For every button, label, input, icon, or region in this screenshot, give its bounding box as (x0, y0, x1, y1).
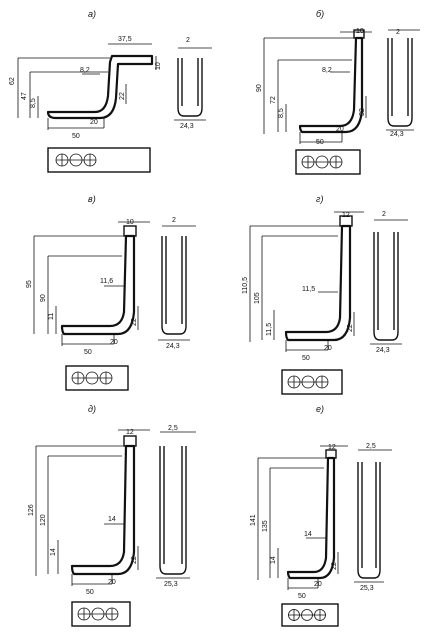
panel-a-dim-10: 10 (155, 62, 162, 70)
panel-e-plan-view (281, 603, 339, 627)
panel-a-dim-20: 20 (90, 119, 98, 126)
panel-a-label: а) (88, 9, 96, 19)
panel-e-dim-20: 20 (314, 581, 322, 588)
panel-g: г) 110,5 105 11,5 11,5 22 50 20 12 2 24,… (242, 194, 408, 395)
panel-d-label: д) (88, 404, 96, 414)
panel-g-front-view: 2 24,3 (370, 211, 408, 354)
panel-a-dim-22: 22 (119, 92, 126, 100)
panel-b-front-view: 2 24,3 (386, 29, 420, 138)
panel-g-dim-11-5: 11,5 (302, 286, 315, 293)
panel-a-dim-8-5: 8,5 (30, 98, 37, 108)
panel-g-dim-22: 22 (347, 324, 354, 332)
panel-e-dim-135: 135 (262, 520, 269, 532)
panel-d-dim-20: 20 (108, 579, 116, 586)
panel-e-dim-22: 22 (331, 562, 338, 570)
panel-d: д) 126 120 14 14 22 50 20 12 2,5 25,3 (28, 404, 196, 627)
panel-b-plan-view (295, 149, 361, 175)
panel-e-profile (286, 456, 336, 580)
panel-e-dim-14-bottom: 14 (270, 556, 277, 564)
panel-a-dim-24-3: 24,3 (180, 123, 194, 130)
panel-e-dim-141: 141 (250, 514, 257, 526)
panel-d-dim-50: 50 (86, 589, 94, 596)
panel-d-plan-view (71, 601, 131, 627)
panel-g-dim-50: 50 (302, 355, 310, 362)
panel-a-plan-view (47, 147, 151, 173)
panel-b-dim-72: 72 (270, 96, 277, 104)
panel-e-dim-2-5: 2,5 (366, 443, 376, 450)
panel-b-dim-10: 10 (356, 28, 364, 35)
panel-d-dim-14-bottom: 14 (50, 548, 57, 556)
panel-d-dim-126: 126 (28, 504, 35, 516)
panel-a-dim-2: 2 (186, 37, 190, 44)
panel-v-profile (60, 234, 136, 336)
panel-a: а) 62 47 37,5 8,2 8,5 22 10 50 20 2 (9, 9, 212, 173)
panel-v-dim-24-3: 24,3 (166, 343, 180, 350)
panel-g-dim-24-3: 24,3 (376, 347, 390, 354)
panel-v-dim-11-6: 11,6 (100, 278, 113, 285)
panel-a-dim-47: 47 (21, 92, 28, 100)
panel-e-dim-12: 12 (328, 444, 336, 451)
panel-b-dim-8-2: 8,2 (322, 67, 332, 74)
panel-v-label: в) (88, 194, 96, 204)
panel-d-dim-14: 14 (108, 516, 116, 523)
panel-a-dim-50: 50 (72, 133, 80, 140)
panel-v-dim-20: 20 (110, 339, 118, 346)
panel-g-profile (284, 224, 352, 342)
panel-b-dim-20: 20 (336, 126, 344, 133)
panel-v-dim-90: 90 (40, 294, 47, 302)
panel-d-dim-25-3: 25,3 (164, 581, 178, 588)
panel-a-dim-62: 62 (9, 77, 16, 85)
panel-g-label: г) (316, 194, 323, 204)
panel-e-dim-14: 14 (304, 531, 312, 538)
panel-e-dim-25-3: 25,3 (360, 585, 374, 592)
panel-v: в) 95 90 11,6 11 22 50 20 10 2 24,3 (26, 194, 196, 391)
panel-d-front-view: 2,5 25,3 (156, 425, 196, 588)
panel-v-dim-10: 10 (126, 219, 134, 226)
panel-v-dim-11: 11 (48, 313, 55, 320)
panel-b-dim-2: 2 (396, 29, 400, 36)
panel-a-dim-37-5: 37,5 (118, 36, 132, 43)
panel-g-dim-11-5-bottom: 11,5 (266, 323, 273, 336)
panel-v-dim-22: 22 (131, 318, 138, 326)
panel-g-dim-105: 105 (254, 292, 261, 304)
panel-b-dim-50: 50 (316, 139, 324, 146)
panel-b: б) 90 72 8,2 8,5 32 50 20 10 2 24,3 (256, 9, 420, 175)
panel-v-front-view: 2 24,3 (158, 217, 196, 350)
panel-d-dim-12: 12 (126, 429, 134, 436)
panel-v-dim-95: 95 (26, 280, 33, 288)
panel-a-dim-8-2: 8,2 (80, 67, 90, 74)
panel-d-profile (70, 444, 136, 576)
panel-a-front-view: 2 24,3 (174, 37, 212, 130)
panel-b-profile (298, 36, 364, 134)
panel-b-dim-24-3: 24,3 (390, 131, 404, 138)
panel-v-plan-view (65, 365, 129, 391)
panel-g-dim-20: 20 (324, 345, 332, 352)
panel-b-dim-90: 90 (256, 84, 263, 92)
panel-d-dim-22: 22 (131, 556, 138, 564)
panel-e-label: е) (316, 404, 324, 414)
panel-e-dim-50: 50 (298, 593, 306, 600)
panel-d-dim-2-5: 2,5 (168, 425, 178, 432)
panel-b-label: б) (316, 9, 324, 19)
panel-a-profile (46, 54, 154, 120)
panel-e: е) 141 135 14 14 22 50 20 12 2,5 25,3 (250, 404, 392, 627)
panel-e-front-view: 2,5 25,3 (354, 443, 392, 592)
panel-g-plan-view (281, 369, 343, 395)
panel-v-dim-50: 50 (84, 349, 92, 356)
panel-g-dim-12: 12 (342, 212, 350, 219)
panel-g-dim-110-5: 110,5 (242, 277, 249, 294)
panel-b-dim-32: 32 (359, 108, 366, 116)
panel-d-dim-120: 120 (40, 514, 47, 526)
panel-v-dim-2: 2 (172, 217, 176, 224)
panel-b-dim-8-5: 8,5 (278, 108, 285, 118)
panel-g-dim-2: 2 (382, 211, 386, 218)
